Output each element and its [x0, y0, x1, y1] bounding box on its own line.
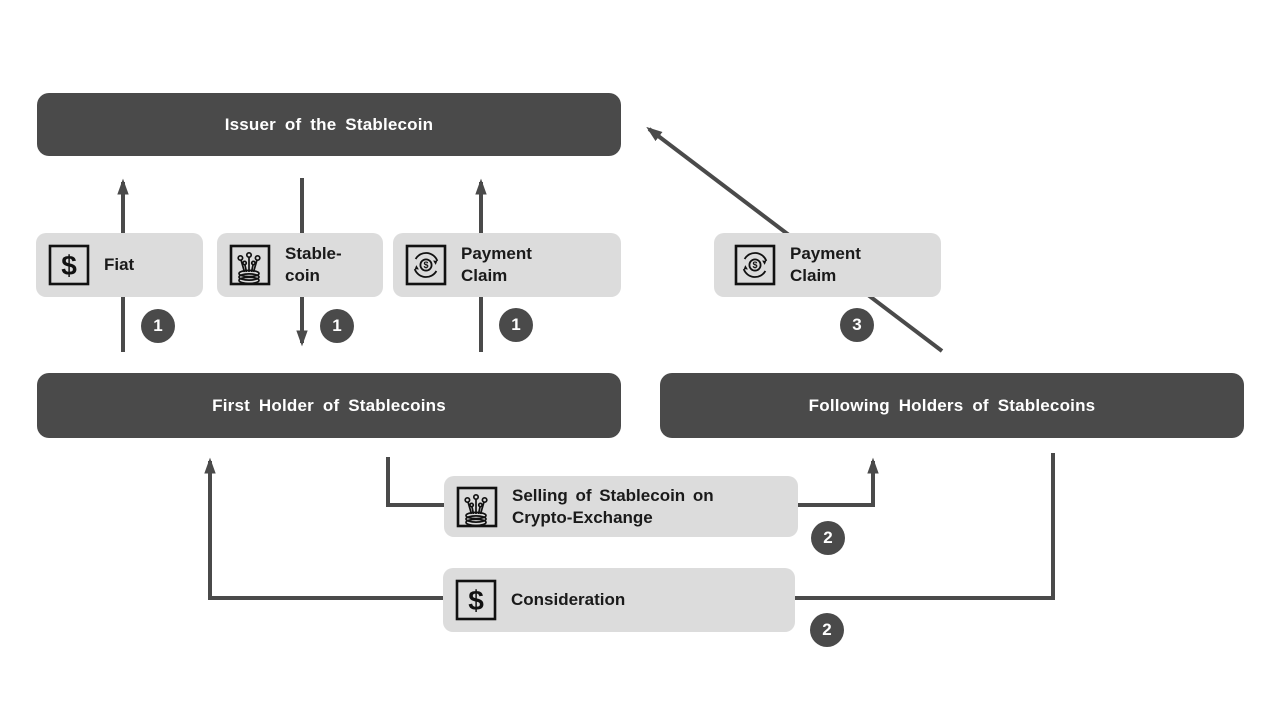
dollar-icon: $: [455, 579, 497, 621]
stablecoin-label: Stable-coin: [285, 244, 342, 285]
payment-claim-box-right: $ Payment Claim: [714, 233, 941, 297]
selling-label: Selling of Stablecoin on Crypto-Exchange: [512, 485, 714, 527]
consideration-box: $ Consideration: [443, 568, 795, 632]
first-holder-bar-label: First Holder of Stablecoins: [212, 395, 446, 415]
payment-claim-box-left: $ Payment Claim: [393, 233, 621, 297]
step-badge-following-payment-claim: 3: [840, 308, 874, 342]
step-badge-label: 2: [823, 528, 833, 547]
step-badge-payment-claim: 1: [499, 308, 533, 342]
stablecoin-icon: [456, 486, 498, 527]
dollar-icon: $: [48, 244, 90, 286]
selling-box: Selling of Stablecoin on Crypto-Exchange: [444, 476, 798, 537]
svg-text:$: $: [468, 585, 484, 616]
step-badge-label: 1: [153, 316, 163, 335]
fiat-label: Fiat: [104, 255, 135, 275]
following-holders-bar: Following Holders of Stablecoins: [660, 373, 1244, 438]
stablecoin-box: Stable-coin: [217, 233, 383, 297]
payment-claim-label: Payment Claim: [790, 244, 861, 285]
step-badge-label: 2: [822, 620, 832, 639]
payment-claim-icon: $: [734, 244, 776, 286]
payment-claim-icon: $: [405, 244, 447, 286]
svg-text:$: $: [61, 250, 77, 281]
fiat-box: $ Fiat: [36, 233, 203, 297]
consideration-label: Consideration: [511, 590, 626, 610]
issuer-bar: Issuer of the Stablecoin: [37, 93, 621, 156]
step-badge-label: 1: [511, 315, 521, 334]
issuer-bar-label: Issuer of the Stablecoin: [224, 114, 434, 134]
step-badge-consideration: 2: [810, 613, 844, 647]
step-badge-fiat: 1: [141, 309, 175, 343]
svg-text:$: $: [752, 260, 757, 270]
first-holder-bar: First Holder of Stablecoins: [37, 373, 621, 438]
step-badge-selling: 2: [811, 521, 845, 555]
step-badge-label: 1: [332, 316, 342, 335]
stablecoin-icon: [229, 244, 271, 286]
step-badge-stablecoin: 1: [320, 309, 354, 343]
following-holders-bar-label: Following Holders of Stablecoins: [808, 395, 1096, 415]
step-badge-label: 3: [852, 315, 862, 334]
payment-claim-label: Payment Claim: [461, 244, 532, 285]
svg-text:$: $: [423, 260, 428, 270]
